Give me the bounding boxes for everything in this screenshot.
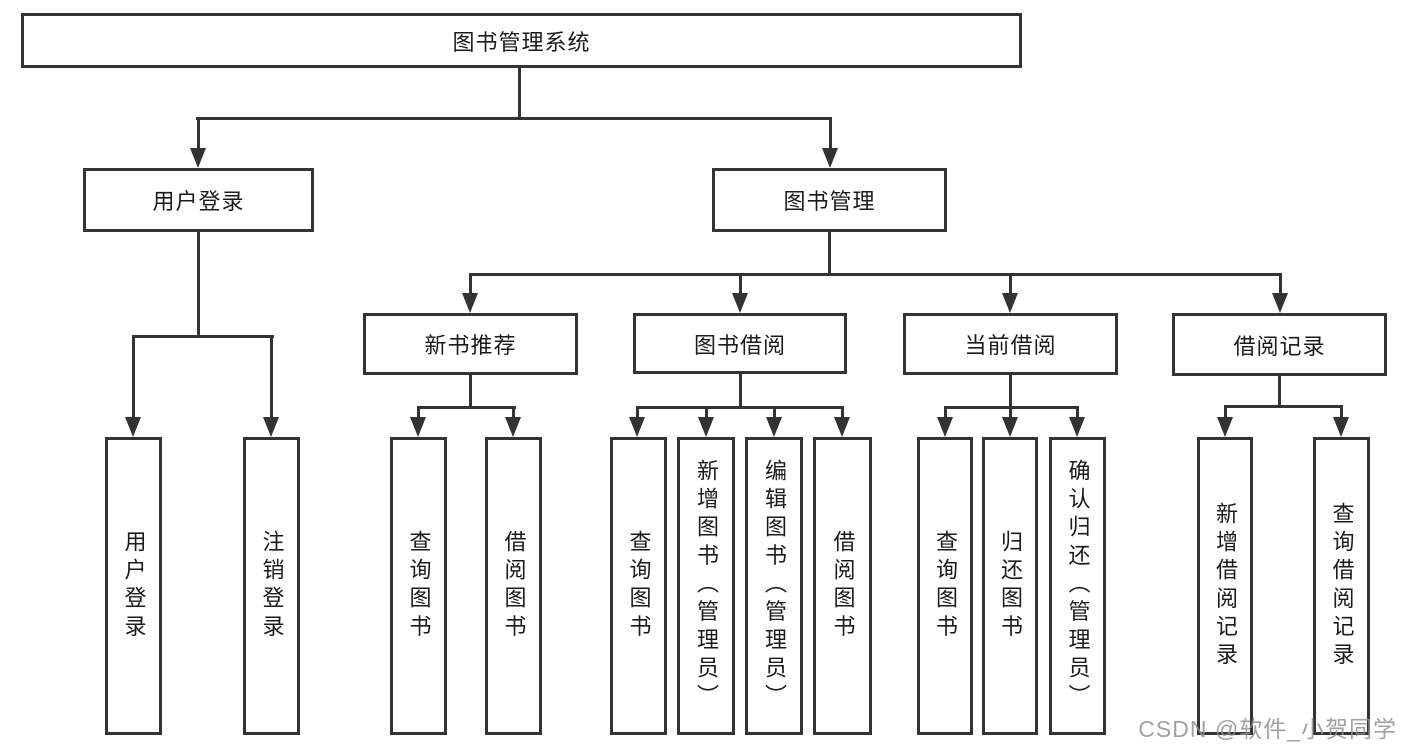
arrow-down-icon: [1217, 417, 1233, 437]
connector-line-vertical: [518, 68, 521, 119]
node-label: 确认归还（管理员）: [1065, 459, 1091, 713]
node-leaf-logout: 注销登录: [243, 437, 300, 735]
connector-line-vertical: [1009, 406, 1012, 419]
csdn-watermark: CSDN @软件_小贺同学: [1138, 716, 1397, 742]
arrow-down-icon: [1272, 293, 1288, 313]
node-label: 注销登录: [259, 529, 285, 643]
arrow-down-icon: [732, 293, 748, 313]
node-label: 借阅记录: [1233, 333, 1326, 359]
node-label: 用户登录: [152, 189, 245, 214]
node-label: 新增图书（管理员）: [694, 459, 719, 713]
node-leaf-borrow-books: 借阅图书: [813, 437, 872, 735]
connector-line-horizontal: [469, 273, 1281, 276]
node-leaf-user-login: 用户登录: [105, 437, 162, 735]
connector-line-vertical: [1076, 406, 1079, 419]
arrow-down-icon: [462, 293, 478, 313]
node-label: 新增借阅记录: [1213, 501, 1238, 671]
node-leaf-edit-books-admin: 编辑图书（管理员）: [745, 437, 803, 735]
node-leaf-query-books-borrowing: 查询图书: [610, 437, 667, 735]
node-borrowing-records: 借阅记录: [1172, 313, 1387, 376]
node-leaf-query-books-recommend: 查询图书: [390, 437, 447, 735]
connector-line-horizontal: [636, 406, 844, 409]
arrow-down-icon: [1333, 417, 1349, 437]
connector-line-vertical: [1278, 376, 1281, 408]
connector-line-horizontal: [1224, 405, 1343, 408]
node-label: 借阅图书: [830, 529, 856, 643]
node-label: 用户登录: [121, 529, 147, 643]
node-label: 归还图书: [998, 529, 1023, 643]
node-label: 查询图书: [406, 529, 432, 643]
connector-line-vertical: [739, 273, 742, 295]
node-label: 当前借阅: [964, 333, 1057, 358]
connector-line-vertical: [417, 406, 420, 419]
node-leaf-add-borrow-record: 新增借阅记录: [1197, 437, 1253, 735]
arrow-down-icon: [505, 417, 521, 437]
connector-line-vertical: [1340, 405, 1343, 419]
connector-line-vertical: [1009, 273, 1012, 295]
node-leaf-add-books-admin: 新增图书（管理员）: [677, 437, 735, 735]
connector-line-vertical: [197, 232, 200, 338]
node-user-login: 用户登录: [83, 168, 314, 232]
arrow-down-icon: [125, 417, 141, 437]
node-leaf-query-books-current: 查询图书: [917, 437, 973, 735]
connector-line-vertical: [773, 406, 776, 419]
arrow-down-icon: [190, 148, 206, 168]
connector-line-vertical: [1009, 375, 1012, 408]
connector-line-vertical: [132, 335, 135, 419]
connector-line-vertical: [512, 406, 515, 419]
connector-line-vertical: [1279, 273, 1282, 295]
node-label: 新书推荐: [424, 333, 517, 358]
node-label: 编辑图书（管理员）: [762, 459, 787, 713]
arrow-down-icon: [937, 417, 953, 437]
arrow-down-icon: [822, 148, 838, 168]
arrow-down-icon: [1069, 417, 1085, 437]
connector-line-vertical: [1224, 405, 1227, 419]
node-book-borrowing: 图书借阅: [633, 313, 847, 374]
connector-line-horizontal: [196, 117, 832, 120]
arrow-down-icon: [410, 417, 426, 437]
node-new-book-recommend: 新书推荐: [363, 313, 578, 375]
connector-line-vertical: [270, 335, 273, 419]
connector-line-vertical: [197, 117, 200, 151]
node-leaf-return-books: 归还图书: [982, 437, 1038, 735]
connector-line-horizontal: [417, 406, 516, 409]
connector-line-vertical: [829, 117, 832, 151]
connector-line-vertical: [944, 406, 947, 419]
arrow-down-icon: [263, 417, 279, 437]
connector-line-vertical: [636, 406, 639, 419]
node-library-management-system: 图书管理系统: [21, 13, 1022, 68]
connector-line-vertical: [705, 406, 708, 419]
node-current-borrowing: 当前借阅: [903, 313, 1118, 375]
node-leaf-borrow-books-recommend: 借阅图书: [485, 437, 542, 735]
node-leaf-confirm-return-admin: 确认归还（管理员）: [1049, 437, 1106, 735]
node-leaf-query-borrow-record: 查询借阅记录: [1313, 437, 1370, 735]
node-label: 图书管理: [783, 189, 876, 214]
arrow-down-icon: [698, 417, 714, 437]
connector-line-vertical: [841, 406, 844, 419]
connector-line-vertical: [739, 374, 742, 408]
arrow-down-icon: [1002, 293, 1018, 313]
node-label: 图书管理系统: [452, 29, 591, 55]
arrow-down-icon: [834, 417, 850, 437]
arrow-down-icon: [766, 417, 782, 437]
arrow-down-icon: [1002, 417, 1018, 437]
connector-line-vertical: [469, 273, 472, 295]
node-book-management: 图书管理: [712, 168, 947, 232]
node-label: 查询图书: [933, 529, 958, 643]
node-label: 查询借阅记录: [1329, 501, 1355, 671]
arrow-down-icon: [629, 417, 645, 437]
node-label: 查询图书: [626, 529, 652, 643]
node-label: 借阅图书: [501, 529, 527, 643]
node-label: 图书借阅: [693, 332, 786, 358]
connector-line-vertical: [469, 375, 472, 408]
connector-line-vertical: [828, 232, 831, 276]
connector-line-horizontal: [132, 335, 274, 338]
